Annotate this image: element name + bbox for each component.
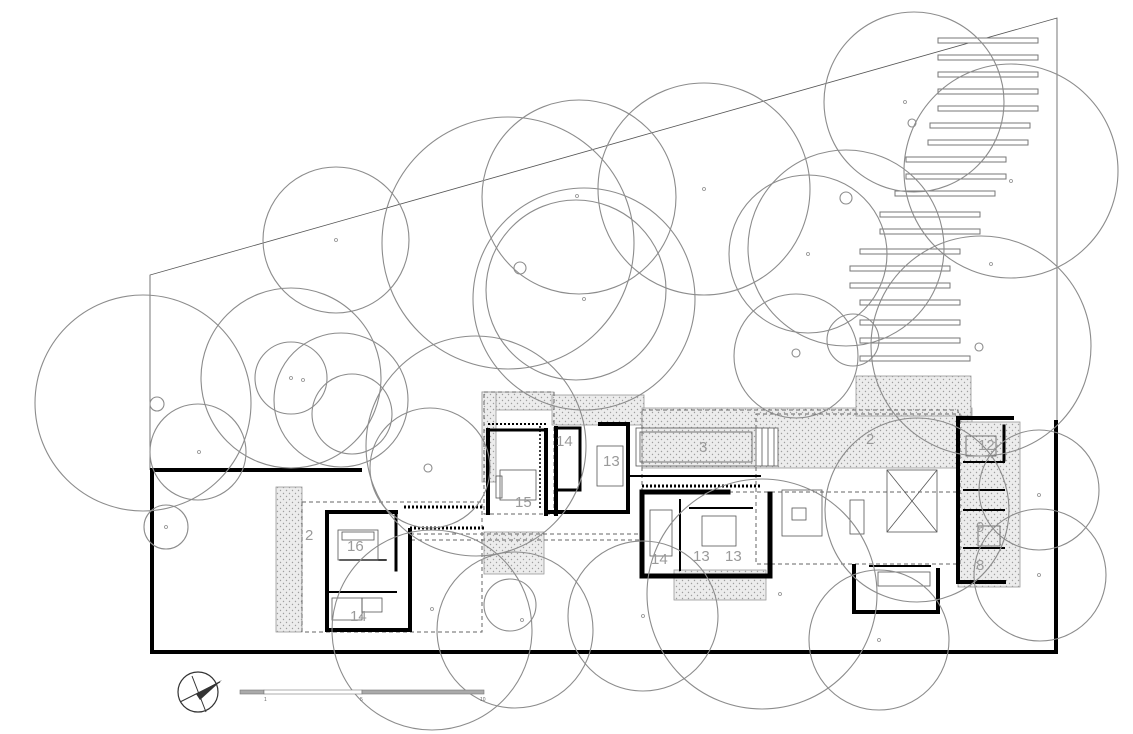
tree-canopies[interactable] xyxy=(34,11,1119,731)
label-room-13-south-b: 13 xyxy=(725,548,742,565)
label-room-14-north: 14 xyxy=(556,433,573,450)
scale-tick-10: 10 xyxy=(480,697,486,703)
site-boundary xyxy=(149,17,1058,470)
scale-tick-1: 1 xyxy=(264,697,267,703)
pool xyxy=(635,427,779,467)
scale-tick-5: 5 xyxy=(360,697,363,703)
label-room-16: 16 xyxy=(347,538,364,555)
label-room-13-south-a: 13 xyxy=(693,548,710,565)
label-room-9: 9 xyxy=(976,519,984,536)
stepping-treads xyxy=(849,37,1039,362)
property-wall xyxy=(150,420,1058,654)
label-room-12: 12 xyxy=(978,437,995,454)
label-room-14-west: 14 xyxy=(350,608,367,625)
label-east-terrace: 2 xyxy=(866,431,874,448)
building-walls xyxy=(325,416,1014,632)
label-room-13-north: 13 xyxy=(603,453,620,470)
scale-bar: 1 5 10 xyxy=(239,689,486,703)
label-west-terrace: 2 xyxy=(305,527,313,544)
north-arrow-icon xyxy=(177,671,222,713)
label-room-8: 8 xyxy=(976,557,984,574)
furniture xyxy=(331,435,1001,621)
label-room-14-south: 14 xyxy=(651,551,668,568)
room-labels: 2 2 3 8 9 12 13 13 13 14 14 14 15 16 xyxy=(305,431,995,625)
paving-areas xyxy=(275,375,1021,633)
label-pool: 3 xyxy=(699,439,707,456)
label-room-15: 15 xyxy=(515,494,532,511)
